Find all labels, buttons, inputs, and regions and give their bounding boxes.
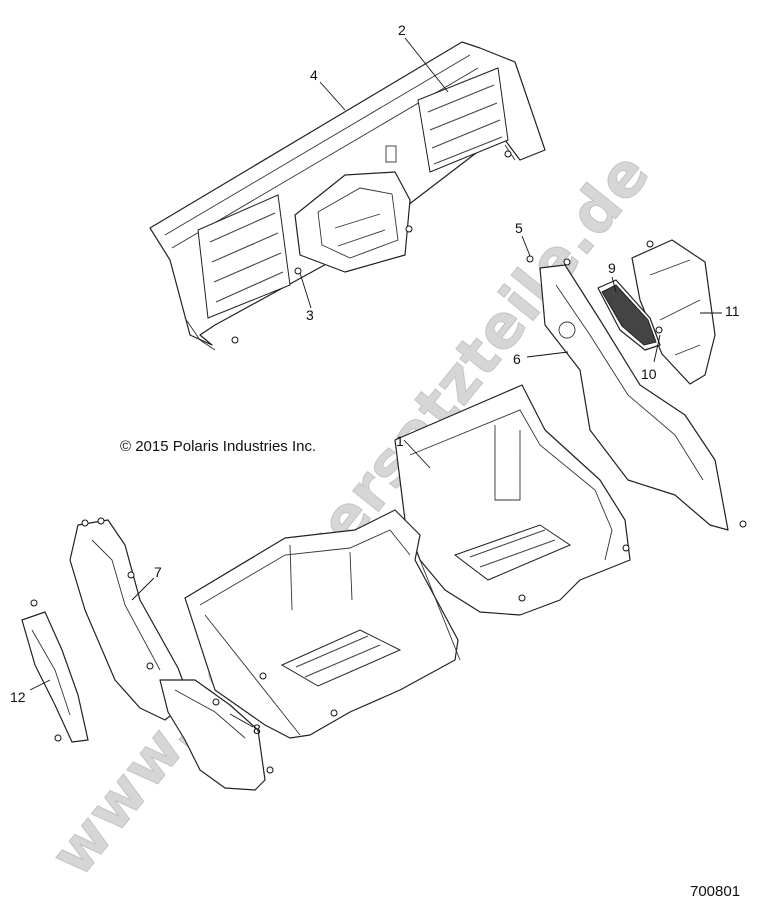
callout-10: 10 (641, 366, 657, 382)
callout-3: 3 (306, 307, 314, 323)
callout-11: 11 (725, 303, 740, 319)
leader-lines (29, 37, 722, 728)
callout-7: 7 (154, 564, 162, 580)
part-9-grille (597, 279, 661, 351)
document-number: 700801 (690, 883, 740, 900)
callout-1: 1 (396, 433, 404, 449)
fasteners (30, 150, 747, 774)
callouts: 1 2 3 4 5 6 7 8 9 10 11 12 (10, 22, 740, 737)
copyright-notice: © 2015 Polaris Industries Inc. (120, 438, 316, 455)
part-8-lower-panel (159, 679, 266, 791)
callout-8: 8 (253, 721, 261, 737)
part-6-right-trim (539, 264, 729, 531)
callout-9: 9 (608, 260, 616, 276)
callout-6: 6 (513, 351, 521, 367)
part-4-rear-panel (149, 41, 546, 351)
callout-4: 4 (310, 67, 318, 83)
part-1-cargo-floor (184, 384, 631, 739)
callout-2: 2 (398, 22, 406, 38)
part-12-small-trim (21, 611, 89, 743)
callout-12: 12 (10, 689, 26, 705)
callout-5: 5 (515, 220, 523, 236)
